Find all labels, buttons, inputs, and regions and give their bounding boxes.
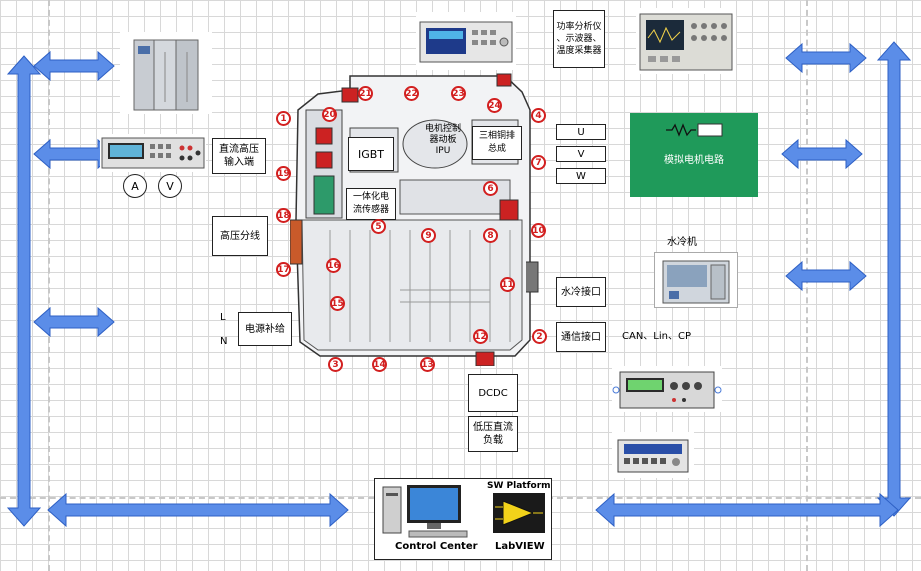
resistor-icon (666, 123, 723, 137)
marker-11: 11 (500, 277, 515, 292)
right-arrow-cooler (785, 260, 867, 292)
v-label: V (577, 148, 585, 160)
marker-24: 24 (487, 98, 502, 113)
comm-port-label: 通信接口 (561, 331, 601, 343)
hv-split-box: 高压分线 (212, 216, 268, 256)
can-label: CAN、Lin、CP (622, 331, 692, 342)
oscilloscope-image (636, 8, 736, 74)
power-analyzer-box: 功率分析仪 、示波器、 温度采集器 (553, 10, 605, 68)
current-sensor-label: 一体化电 流传感器 (352, 192, 389, 215)
dc-input-label: 直流高压 输入端 (219, 144, 259, 168)
water-cooler-image (654, 252, 738, 308)
marker-19: 19 (276, 166, 291, 181)
igbt-box: IGBT (348, 137, 394, 171)
bottom-arrow-right (595, 492, 899, 528)
marker-3: 3 (328, 357, 343, 372)
dc-power-supply-image (612, 366, 722, 412)
ammeter-symbol: A (123, 174, 147, 198)
water-port-box: 水冷接口 (556, 277, 606, 307)
cabinet-image (120, 32, 212, 114)
right-vertical-arrow (876, 41, 912, 517)
marker-15: 15 (330, 296, 345, 311)
marker-14: 14 (372, 357, 387, 372)
marker-10: 10 (531, 223, 546, 238)
controller-housing (290, 73, 539, 366)
voltmeter-label: V (166, 179, 174, 193)
dcdc-label: DCDC (478, 387, 508, 399)
marker-8: 8 (483, 228, 498, 243)
marker-23: 23 (451, 86, 466, 101)
marker-16: 16 (326, 258, 341, 273)
guide-line-left (48, 0, 50, 571)
current-sensor-box: 一体化电 流传感器 (346, 188, 396, 220)
marker-1: 1 (276, 111, 291, 126)
electronic-load-image (612, 432, 694, 478)
marker-21: 21 (358, 86, 373, 101)
power-meter-image (100, 134, 206, 172)
three-phase-label: 三相铜排 总成 (478, 131, 515, 154)
power-analyzer-image (416, 12, 516, 70)
ammeter-label: A (131, 179, 139, 193)
voltmeter-symbol: V (158, 174, 182, 198)
u-label: U (577, 126, 585, 138)
left-arrow-supply (33, 306, 115, 338)
control-center-panel: SW Platform Control Center LabVIEW (374, 478, 552, 560)
w-label: W (576, 170, 586, 182)
dc-input-box: 直流高压 输入端 (212, 138, 266, 174)
computer-icon (382, 485, 468, 538)
labview-label: LabVIEW (495, 541, 545, 552)
marker-20: 20 (322, 107, 337, 122)
v-box: V (556, 146, 606, 162)
marker-22: 22 (404, 86, 419, 101)
motor-drive-label: 电机控制 器动板 IPU (424, 124, 461, 156)
marker-6: 6 (483, 181, 498, 196)
lv-load-box: 低压直流 负载 (468, 416, 518, 452)
guide-line-right (806, 0, 808, 571)
labview-icon (493, 493, 545, 533)
l-label: L (220, 312, 226, 323)
marker-7: 7 (531, 155, 546, 170)
n-label: N (220, 336, 228, 347)
w-box: W (556, 168, 606, 184)
bottom-arrow-left (47, 492, 349, 528)
control-center-label: Control Center (395, 541, 478, 552)
marker-9: 9 (421, 228, 436, 243)
sim-motor-label: 模拟电机电路 (664, 155, 724, 166)
hv-split-label: 高压分线 (220, 230, 260, 242)
u-box: U (556, 124, 606, 140)
three-phase-box: 三相铜排 总成 (472, 126, 522, 160)
lv-load-label: 低压直流 负载 (473, 422, 513, 446)
sim-motor-panel: 模拟电机电路 (630, 113, 758, 197)
left-vertical-arrow (6, 55, 42, 527)
marker-12: 12 (473, 329, 488, 344)
sw-platform-label: SW Platform (487, 481, 551, 491)
marker-2: 2 (532, 329, 547, 344)
water-port-label: 水冷接口 (561, 286, 601, 298)
marker-18: 18 (276, 208, 291, 223)
water-cooler-label: 水冷机 (667, 237, 697, 248)
right-arrow-motor (781, 138, 863, 170)
marker-17: 17 (276, 262, 291, 277)
comm-port-box: 通信接口 (556, 322, 606, 352)
marker-4: 4 (531, 108, 546, 123)
igbt-label: IGBT (357, 147, 385, 161)
right-arrow-oscilloscope (785, 42, 867, 74)
power-comp-box: 电源补给 (238, 312, 292, 346)
left-arrow-cabinet (33, 50, 115, 82)
dcdc-box: DCDC (468, 374, 518, 412)
marker-5: 5 (371, 219, 386, 234)
power-analyzer-label: 功率分析仪 、示波器、 温度采集器 (556, 22, 602, 56)
power-comp-label: 电源补给 (245, 323, 285, 335)
marker-13: 13 (420, 357, 435, 372)
